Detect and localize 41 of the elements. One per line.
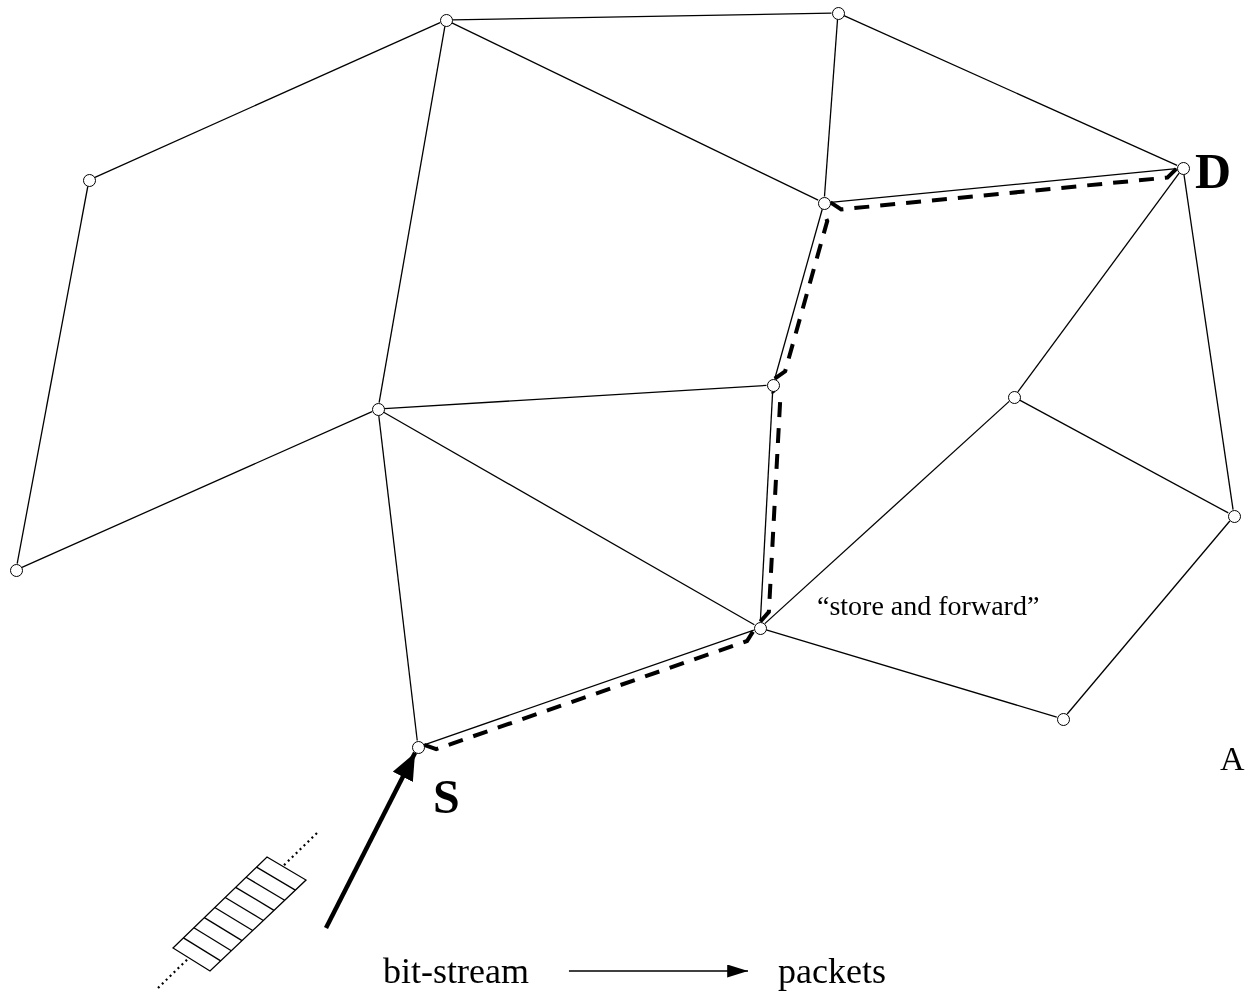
link-line (1017, 172, 1180, 393)
link-line (451, 22, 819, 201)
network-node (1227, 509, 1241, 523)
packet-stream-drawing (156, 830, 318, 992)
node-label: S (433, 773, 460, 821)
network-node (439, 13, 453, 27)
network-node (817, 196, 831, 210)
link-line (21, 411, 373, 568)
link-line (823, 18, 839, 198)
flow-label: bit-stream (383, 953, 529, 989)
link-line (765, 629, 1058, 718)
network-node (82, 173, 96, 187)
link-line (843, 15, 1178, 166)
network-node (371, 402, 385, 416)
link-line (378, 25, 446, 404)
network-node (831, 6, 845, 20)
network-node (411, 740, 425, 754)
flow-label: packets (778, 953, 886, 989)
link-line (829, 167, 1178, 212)
network-node (1056, 712, 1070, 726)
node-label: “store and forward” (817, 592, 1040, 620)
network-node (1007, 390, 1021, 404)
link-line (16, 185, 89, 565)
node-label: D (1195, 146, 1232, 196)
network-node (766, 378, 780, 392)
network-node (1176, 161, 1190, 175)
link-line (383, 411, 755, 626)
link-line (1019, 399, 1229, 514)
link-line (1183, 173, 1234, 511)
note-label: A (1220, 742, 1245, 776)
network-node (753, 621, 767, 635)
link-line (94, 22, 441, 178)
network-node (9, 563, 23, 577)
link-line (1066, 520, 1231, 715)
link-line (383, 384, 768, 410)
link-line (758, 390, 783, 623)
link-line (378, 414, 418, 742)
link-line (764, 400, 1010, 625)
arrow (324, 751, 418, 930)
link-line (451, 12, 833, 21)
arrow (568, 964, 749, 978)
